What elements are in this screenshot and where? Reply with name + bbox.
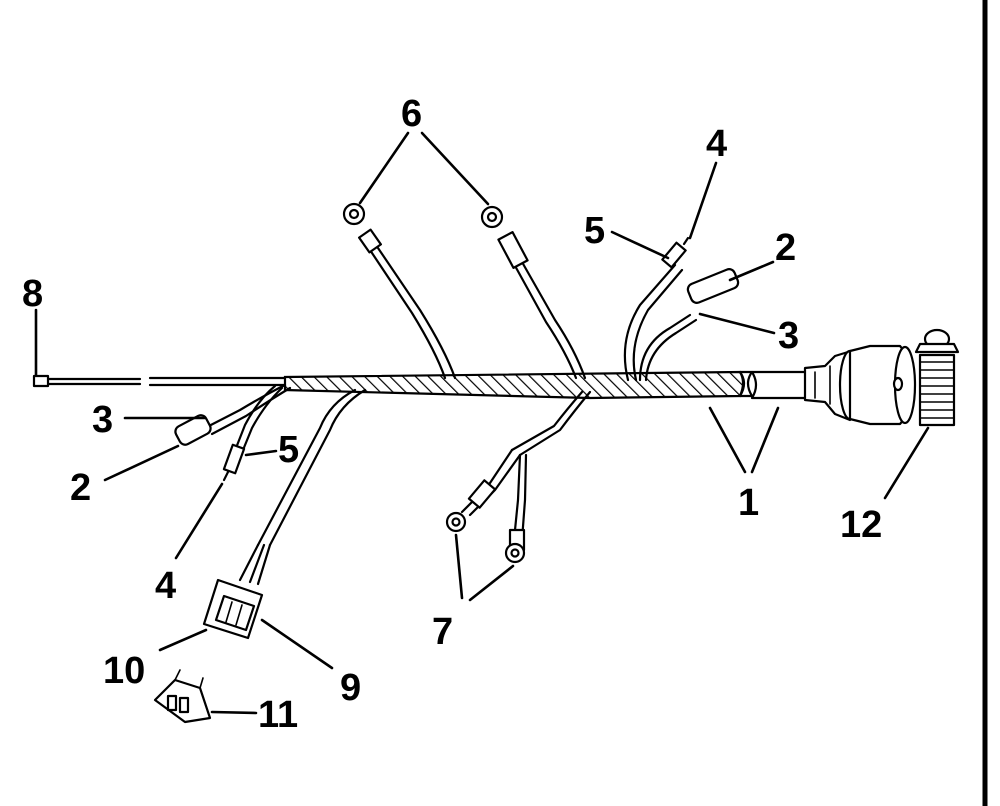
callout-11: 11 [258,694,298,736]
hose-clamp [914,328,960,427]
ring-terminal-branch-6-right [480,205,587,380]
callout-12: 12 [840,504,882,546]
leader-lines [34,131,930,715]
callout-3-left: 3 [92,399,113,441]
left-bullet-connectors [174,383,292,482]
callout-9: 9 [340,667,361,709]
callout-5-right: 5 [584,210,605,252]
main-harness-trunk [32,370,817,400]
callout-4-right: 4 [706,123,727,165]
callout-2-right: 2 [775,227,796,269]
callout-4-left: 4 [155,565,176,607]
callout-6: 6 [401,93,422,135]
callout-2-left: 2 [70,467,91,509]
callout-7: 7 [432,611,453,653]
callout-1: 1 [738,482,759,524]
connector-branch [202,388,367,640]
callout-5-left: 5 [278,429,299,471]
ring-terminals-branch-7 [445,390,592,564]
main-connector-plug [803,344,917,426]
callout-8: 8 [22,273,43,315]
fuse [153,669,212,724]
ring-terminal-branch-6-left [342,202,457,380]
callout-10: 10 [103,650,145,692]
callout-3-right: 3 [778,315,799,357]
right-bullet-connectors [623,236,740,382]
